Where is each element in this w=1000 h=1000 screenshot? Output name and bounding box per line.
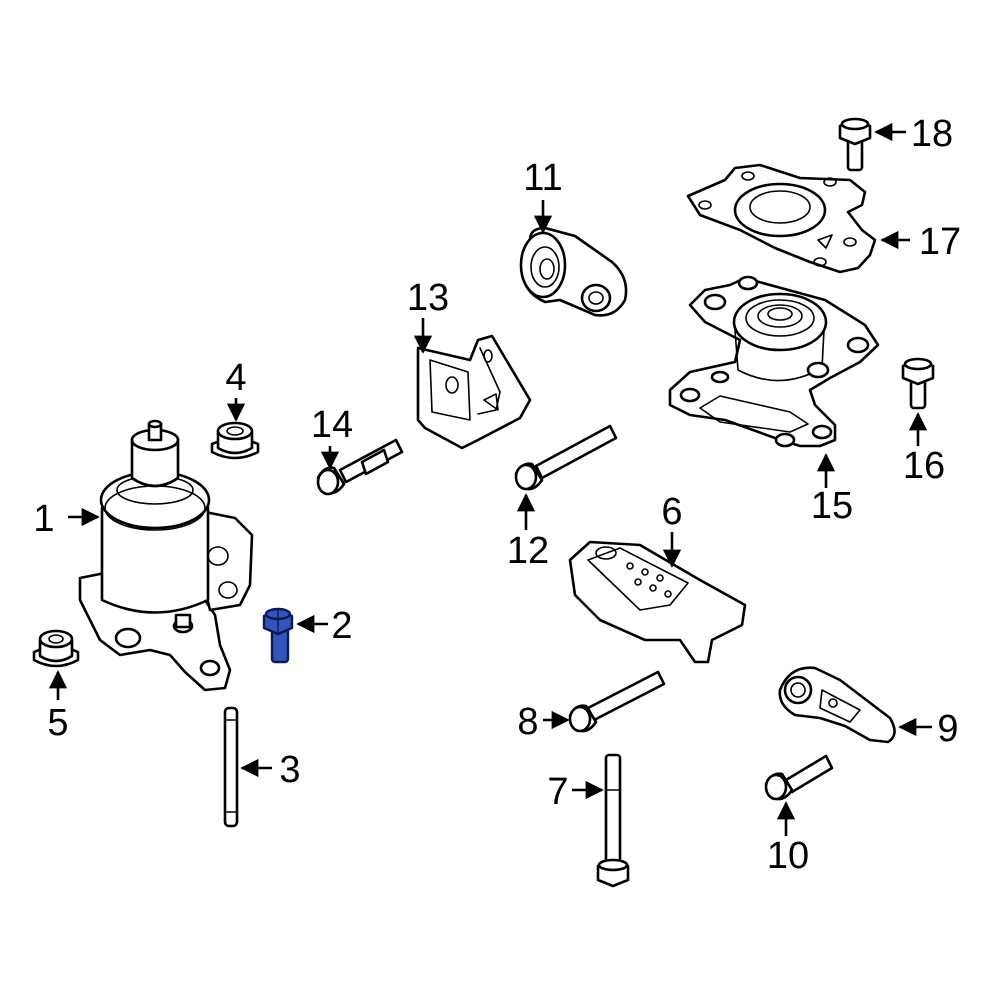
bolt-part-18[interactable] [838,117,872,172]
bolt-part-16[interactable] [901,357,935,410]
transmission-mount-part-lower[interactable] [568,540,747,664]
callout-17: 17 [919,221,961,263]
bracket-part[interactable] [416,334,532,450]
callout-12: 12 [507,530,549,572]
bolt-part-highlighted[interactable] [262,607,294,664]
upper-bracket-part[interactable] [686,163,877,274]
callout-7: 7 [547,771,568,813]
bolt-part-8[interactable] [568,670,666,733]
callout-11: 11 [523,157,562,199]
stud-bolt-part[interactable] [596,753,630,888]
callout-5: 5 [47,702,68,744]
callout-4: 4 [225,357,246,399]
leader-lines [48,122,932,836]
stud-part[interactable] [223,706,239,828]
callout-13: 13 [407,277,449,319]
callout-18: 18 [911,113,953,155]
callout-16: 16 [903,445,945,487]
nut-part-lower[interactable] [32,629,80,668]
callout-8: 8 [517,701,538,743]
stud-bolt-part-14[interactable] [316,438,404,496]
callout-6: 6 [661,491,682,533]
callout-3: 3 [279,749,300,791]
callout-14: 14 [311,404,353,446]
callout-1: 1 [33,498,54,540]
nut-part-upper[interactable] [210,421,260,460]
bolt-part-10[interactable] [764,754,834,801]
callout-labels: 1 2 3 4 5 6 7 8 9 10 11 12 13 14 15 16 1… [33,113,961,877]
bushing-part[interactable] [519,226,628,317]
callout-10: 10 [767,835,809,877]
transmission-mount-part-upper[interactable] [668,275,880,448]
engine-mount-part[interactable] [78,419,254,692]
callout-9: 9 [937,708,958,750]
bolt-part-12[interactable] [514,424,618,491]
callout-15: 15 [811,485,853,527]
callout-2: 2 [331,605,352,647]
torque-strut-part[interactable] [778,666,896,744]
